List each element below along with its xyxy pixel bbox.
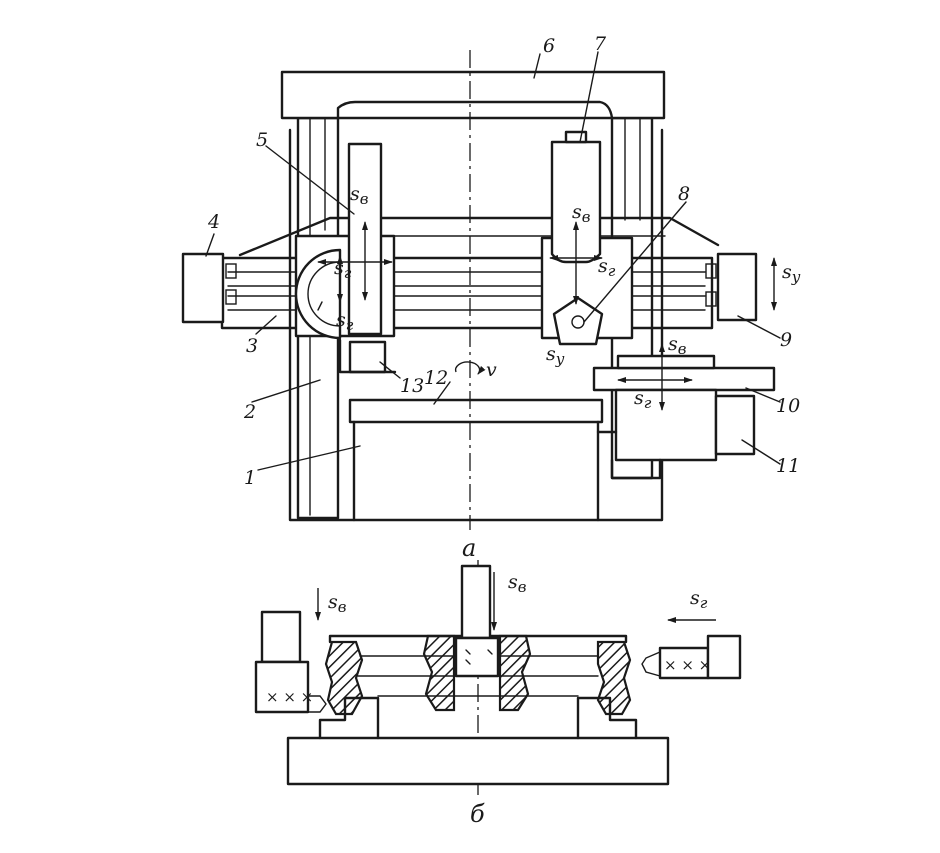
svg-text:sв: sв xyxy=(572,201,591,226)
table-12 xyxy=(348,398,604,424)
svg-text:sу: sу xyxy=(546,343,565,368)
svg-text:× × ×: × × × xyxy=(664,656,711,674)
svg-text:sв: sв xyxy=(508,571,527,596)
label-1: 1 xyxy=(244,467,256,489)
svg-text:sг: sг xyxy=(690,587,708,612)
svg-text:sу: sу xyxy=(782,261,801,286)
caption-a: а xyxy=(462,534,476,562)
view-a: 6 7 5 8 4 3 2 1 13 12 9 10 11 sв sг sг s… xyxy=(181,33,801,562)
feed-arrows xyxy=(317,221,777,411)
center-left-section xyxy=(422,634,456,712)
traverse-underside xyxy=(336,100,614,120)
base-outline xyxy=(288,128,664,522)
leader-lines xyxy=(205,51,781,471)
left-tool-head xyxy=(254,660,310,714)
base-plate xyxy=(286,736,670,786)
caption-b: б xyxy=(470,800,485,828)
label-9: 9 xyxy=(780,329,792,351)
label-6: 6 xyxy=(543,35,555,57)
center-right-section xyxy=(498,634,532,712)
right-motor-9 xyxy=(716,252,758,322)
svg-text:sг: sг xyxy=(598,255,616,280)
crossrail-top xyxy=(238,216,720,257)
svg-text:sв: sв xyxy=(328,591,347,616)
label-7: 7 xyxy=(594,33,607,55)
label-3: 3 xyxy=(246,335,258,357)
top-traverse xyxy=(280,70,666,120)
label-12: 12 xyxy=(424,367,448,389)
svg-text:sв: sв xyxy=(350,183,369,208)
svg-text:sв: sв xyxy=(668,333,687,358)
pentagon-turret-8 xyxy=(552,296,604,346)
svg-text:sг: sг xyxy=(336,309,354,334)
view-b: × × × × × × sв sв sг б xyxy=(254,560,742,828)
side-slide-10 xyxy=(592,366,776,392)
right-tool-head xyxy=(658,646,710,680)
label-11: 11 xyxy=(776,455,800,477)
label-4: 4 xyxy=(207,211,220,233)
label-5: 5 xyxy=(256,129,268,151)
center-tool xyxy=(460,564,492,640)
right-section xyxy=(596,640,632,716)
label-10: 10 xyxy=(776,395,800,417)
left-tool-body xyxy=(260,610,302,664)
left-turret xyxy=(294,248,342,340)
svg-text:sг: sг xyxy=(634,387,652,412)
column-1 xyxy=(352,420,600,522)
left-section xyxy=(324,640,364,716)
svg-text:× × ×: × × × xyxy=(266,688,313,706)
right-tool-body xyxy=(706,634,742,680)
side-head-11 xyxy=(614,388,718,462)
left-motor-4 xyxy=(181,252,225,324)
label-13: 13 xyxy=(400,375,424,397)
block-13 xyxy=(348,340,387,374)
label-8: 8 xyxy=(678,183,690,205)
svg-text:sг: sг xyxy=(334,257,352,282)
svg-text:v: v xyxy=(486,359,497,381)
feed-labels-a: sв sг sг sв sг sу sу sв sг v xyxy=(334,183,801,412)
label-2: 2 xyxy=(243,401,256,423)
feed-labels-b: sв sв sг xyxy=(328,571,708,616)
